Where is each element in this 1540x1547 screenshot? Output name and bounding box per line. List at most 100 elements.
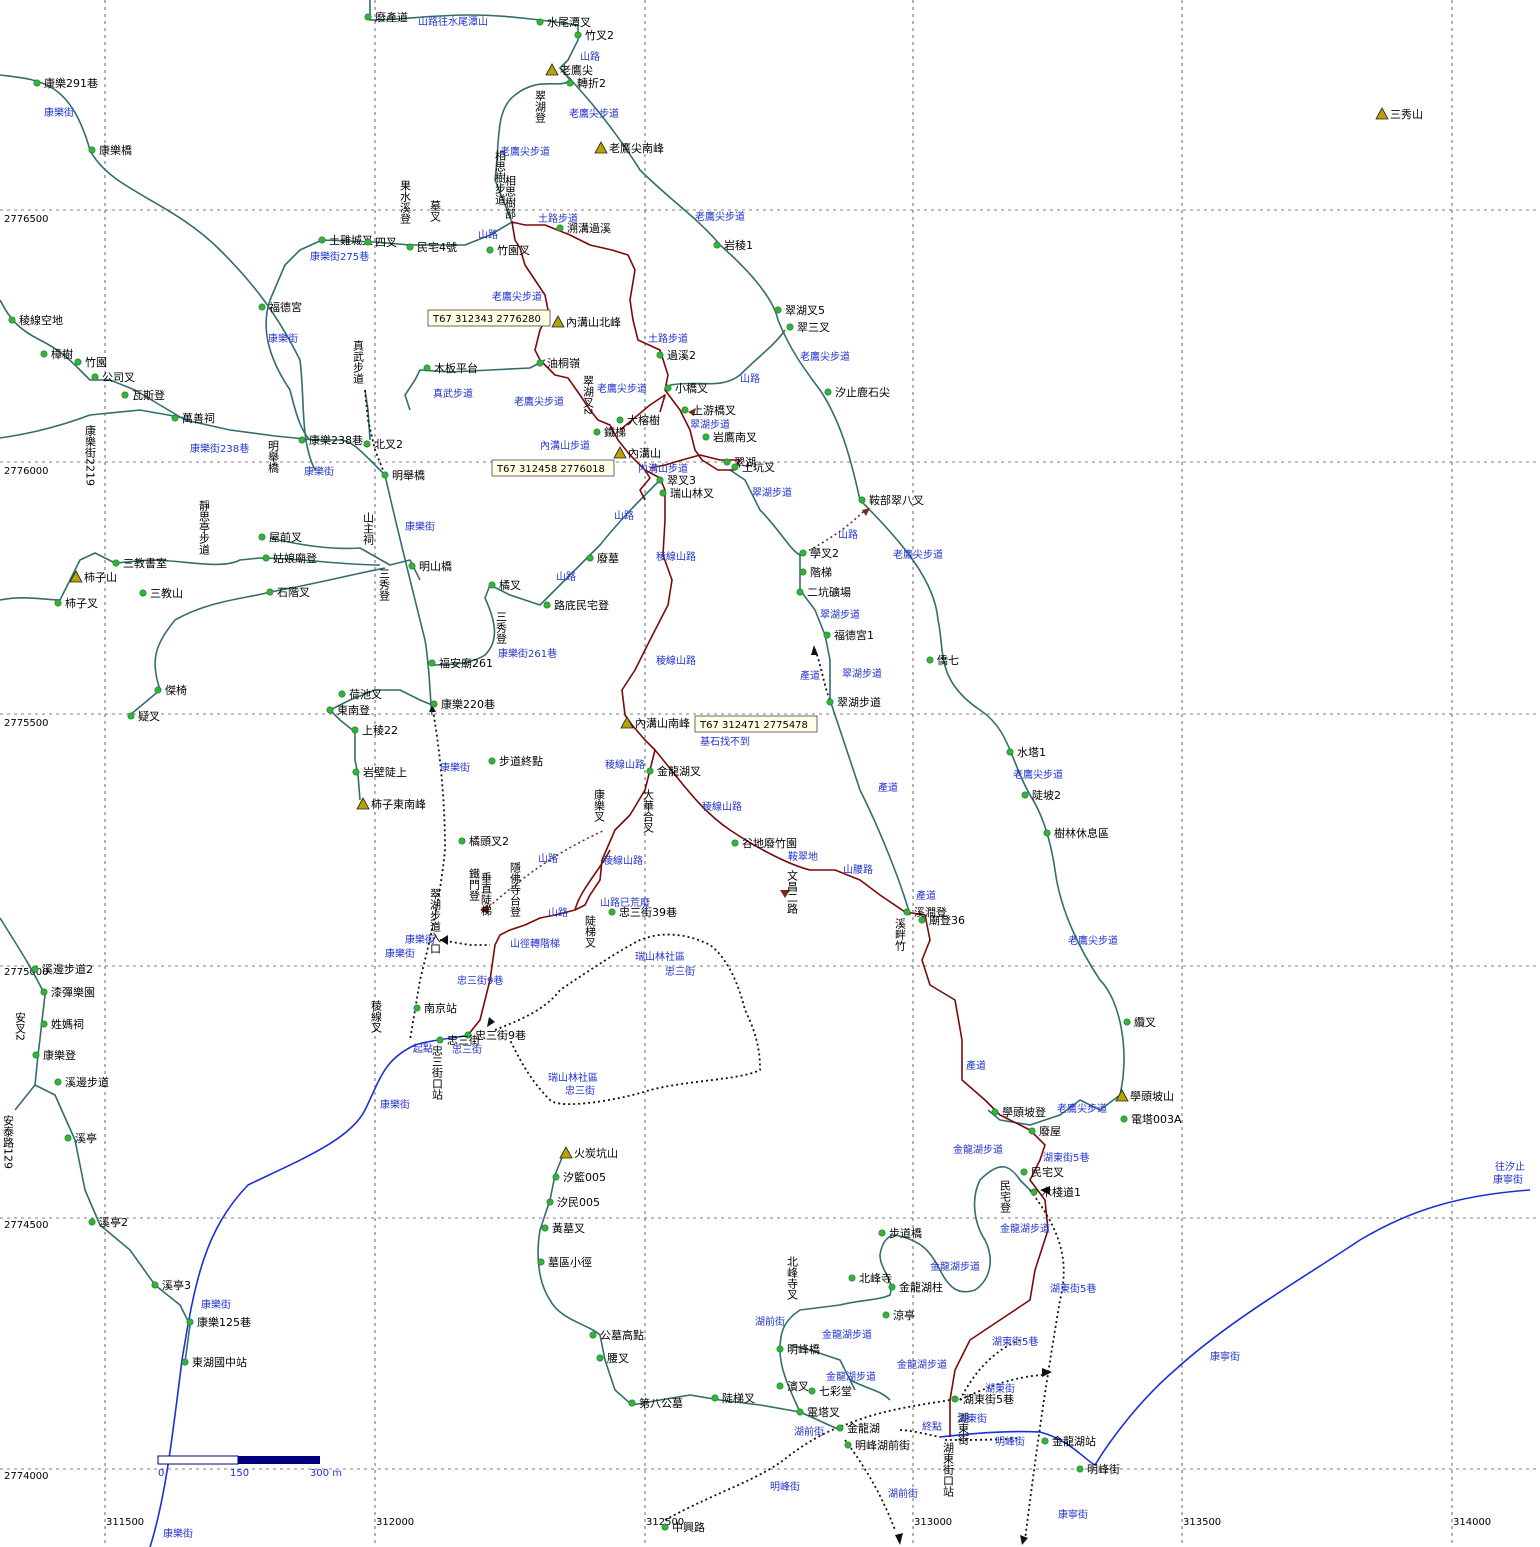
waypoint-marker[interactable] [537,1258,545,1266]
waypoint-marker[interactable] [796,1408,804,1416]
waypoint-marker[interactable] [258,533,266,541]
waypoint-marker[interactable] [1021,791,1029,799]
waypoint-marker[interactable] [364,238,372,246]
waypoint-marker[interactable] [31,965,39,973]
mountain-peak-icon[interactable] [613,446,627,459]
waypoint-marker[interactable] [151,1281,159,1289]
waypoint-marker[interactable] [796,588,804,596]
waypoint-marker[interactable] [543,601,551,609]
waypoint-marker[interactable] [661,1523,669,1531]
waypoint-marker[interactable] [112,559,120,567]
waypoint-marker[interactable] [826,698,834,706]
mountain-peak-icon[interactable] [1115,1089,1129,1102]
waypoint-marker[interactable] [40,988,48,996]
waypoint-marker[interactable] [536,18,544,26]
waypoint-marker[interactable] [799,568,807,576]
waypoint-marker[interactable] [408,562,416,570]
waypoint-marker[interactable] [731,463,739,471]
waypoint-marker[interactable] [298,436,306,444]
waypoint-marker[interactable] [536,359,544,367]
waypoint-marker[interactable] [586,554,594,562]
waypoint-marker[interactable] [1020,1168,1028,1176]
waypoint-marker[interactable] [589,1331,597,1339]
waypoint-marker[interactable] [858,496,866,504]
mountain-peak-icon[interactable] [559,1146,573,1159]
waypoint-marker[interactable] [464,1031,472,1039]
waypoint-marker[interactable] [488,581,496,589]
waypoint-marker[interactable] [723,458,731,466]
waypoint-marker[interactable] [1043,829,1051,837]
waypoint-marker[interactable] [88,146,96,154]
waypoint-marker[interactable] [1123,1018,1131,1026]
waypoint-marker[interactable] [258,303,266,311]
waypoint-marker[interactable] [991,1108,999,1116]
waypoint-marker[interactable] [54,1078,62,1086]
waypoint-marker[interactable] [664,384,672,392]
waypoint-marker[interactable] [552,1173,560,1181]
waypoint-marker[interactable] [88,1218,96,1226]
mountain-peak-icon[interactable] [69,570,83,583]
waypoint-marker[interactable] [181,1358,189,1366]
waypoint-marker[interactable] [593,428,601,436]
waypoint-marker[interactable] [1028,1127,1036,1135]
waypoint-marker[interactable] [428,659,436,667]
waypoint-marker[interactable] [776,1382,784,1390]
waypoint-marker[interactable] [154,686,162,694]
waypoint-marker[interactable] [326,706,334,714]
waypoint-marker[interactable] [848,1274,856,1282]
waypoint-marker[interactable] [882,1311,890,1319]
waypoint-marker[interactable] [646,767,654,775]
waypoint-marker[interactable] [352,768,360,776]
waypoint-marker[interactable] [844,1441,852,1449]
waypoint-marker[interactable] [64,1134,72,1142]
mountain-peak-icon[interactable] [356,797,370,810]
waypoint-marker[interactable] [1030,1188,1038,1196]
waypoint-marker[interactable] [33,79,41,87]
mountain-peak-icon[interactable] [545,63,559,76]
waypoint-marker[interactable] [351,726,359,734]
waypoint-marker[interactable] [711,1394,719,1402]
waypoint-marker[interactable] [262,554,270,562]
waypoint-marker[interactable] [799,549,807,557]
waypoint-marker[interactable] [836,1424,844,1432]
waypoint-marker[interactable] [656,476,664,484]
waypoint-marker[interactable] [702,433,710,441]
mountain-peak-icon[interactable] [1375,107,1389,120]
waypoint-marker[interactable] [488,757,496,765]
mountain-peak-icon[interactable] [620,716,634,729]
waypoint-marker[interactable] [486,246,494,254]
waypoint-marker[interactable] [888,1283,896,1291]
waypoint-marker[interactable] [951,1395,959,1403]
waypoint-marker[interactable] [1041,1437,1049,1445]
waypoint-marker[interactable] [121,391,129,399]
waypoint-marker[interactable] [546,1198,554,1206]
waypoint-marker[interactable] [556,224,564,232]
waypoint-marker[interactable] [91,373,99,381]
waypoint-marker[interactable] [338,690,346,698]
mountain-peak-icon[interactable] [594,141,608,154]
waypoint-marker[interactable] [318,236,326,244]
waypoint-marker[interactable] [878,1229,886,1237]
waypoint-marker[interactable] [616,416,624,424]
waypoint-marker[interactable] [776,1345,784,1353]
waypoint-marker[interactable] [824,388,832,396]
waypoint-marker[interactable] [926,656,934,664]
waypoint-marker[interactable] [541,1224,549,1232]
waypoint-marker[interactable] [364,13,372,21]
waypoint-marker[interactable] [918,916,926,924]
waypoint-marker[interactable] [574,31,582,39]
waypoint-marker[interactable] [596,1354,604,1362]
waypoint-marker[interactable] [808,1387,816,1395]
waypoint-marker[interactable] [566,79,574,87]
waypoint-marker[interactable] [608,908,616,916]
waypoint-marker[interactable] [381,471,389,479]
waypoint-marker[interactable] [54,599,62,607]
waypoint-marker[interactable] [1120,1115,1128,1123]
waypoint-marker[interactable] [458,837,466,845]
waypoint-marker[interactable] [171,414,179,422]
waypoint-marker[interactable] [186,1318,194,1326]
waypoint-marker[interactable] [127,712,135,720]
waypoint-marker[interactable] [628,1399,636,1407]
waypoint-marker[interactable] [139,589,147,597]
